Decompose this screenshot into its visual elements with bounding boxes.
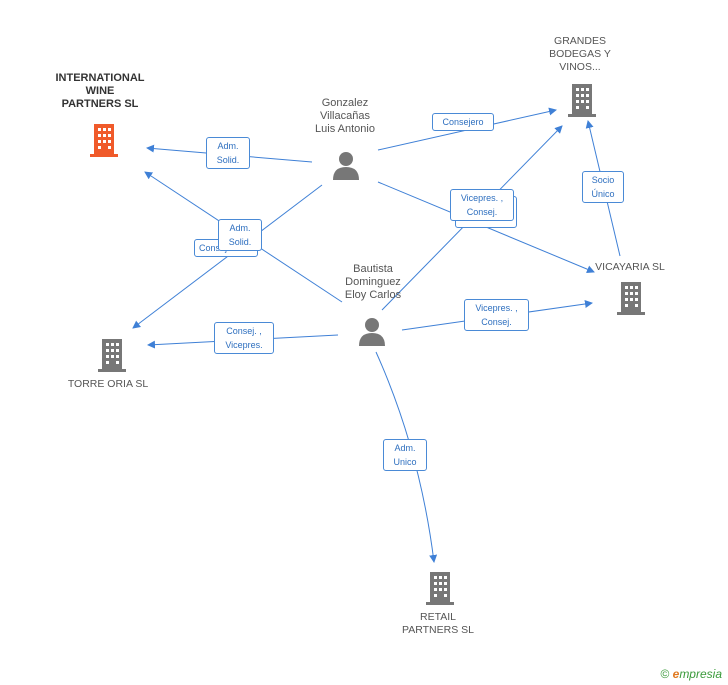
- company-label-iwp[interactable]: INTERNATIONAL WINE PARTNERS SL: [55, 72, 145, 110]
- building-icon[interactable]: [96, 337, 128, 373]
- edge-label-adm-unico[interactable]: Adm. Unico: [383, 439, 427, 471]
- person-icon[interactable]: [357, 316, 387, 346]
- person-label-gonzalez[interactable]: Gonzalez Villacañas Luis Antonio: [315, 97, 375, 135]
- person-icon[interactable]: [331, 150, 361, 180]
- edge-label-socio-unico[interactable]: Socio Único: [582, 171, 624, 203]
- company-label-vicayaria[interactable]: VICAYARIA SL: [595, 261, 665, 273]
- company-label-grandes[interactable]: GRANDES BODEGAS Y VINOS...: [549, 35, 611, 73]
- empresia-watermark: © empresia: [660, 667, 722, 681]
- edge-label-vicepres-consej[interactable]: Vicepres. , Consej.: [464, 299, 529, 331]
- company-label-retail[interactable]: RETAIL PARTNERS SL: [402, 611, 474, 636]
- person-label-bautista[interactable]: Bautista Dominguez Eloy Carlos: [344, 263, 402, 301]
- edge-label-adm-solid[interactable]: Adm. Solid.: [218, 219, 262, 251]
- building-icon[interactable]: [424, 570, 456, 606]
- edge-label-vicepres-consej[interactable]: Vicepres. , Consej.: [450, 189, 514, 221]
- copyright-symbol: ©: [660, 667, 670, 681]
- building-icon[interactable]: [615, 280, 647, 316]
- edge-label-consejero[interactable]: Consejero: [432, 113, 494, 131]
- brand-e: e: [672, 667, 680, 681]
- edge-label-consej-vicepres[interactable]: Consej. , Vicepres.: [214, 322, 274, 354]
- building-icon[interactable]: [88, 122, 120, 158]
- edge-label-adm-solid[interactable]: Adm. Solid.: [206, 137, 250, 169]
- brand-name: mpresia: [679, 667, 722, 681]
- building-icon[interactable]: [566, 82, 598, 118]
- company-label-torre[interactable]: TORRE ORIA SL: [67, 378, 149, 390]
